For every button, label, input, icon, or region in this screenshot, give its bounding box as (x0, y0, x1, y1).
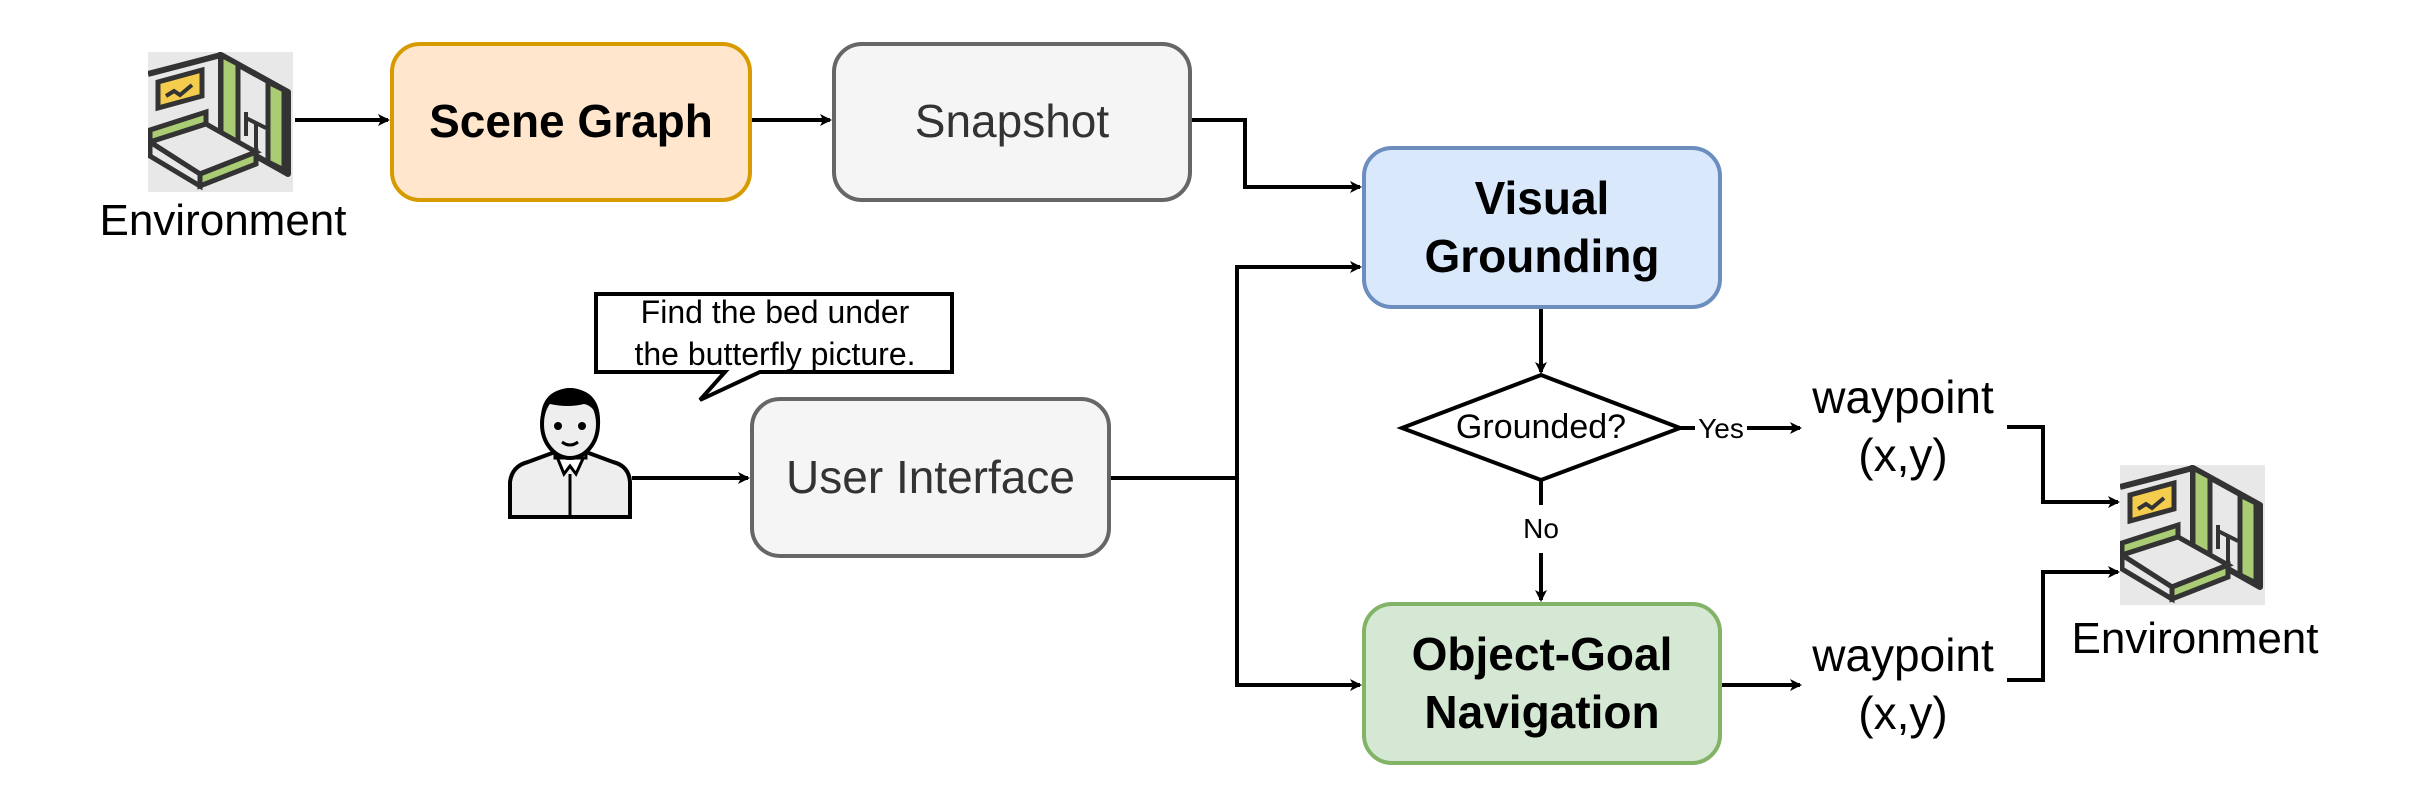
visual-grounding-line2: Grounding (1424, 229, 1660, 282)
scene-graph-node[interactable]: Scene Graph (390, 42, 752, 202)
waypoint-top-line1: waypoint (1812, 371, 1994, 423)
waypoint-top-line2: (x,y) (1858, 429, 1948, 481)
visual-grounding-node[interactable]: Visual Grounding (1362, 146, 1722, 309)
person-icon (508, 388, 632, 519)
scene-graph-label: Scene Graph (429, 95, 713, 148)
user-interface-label: User Interface (786, 450, 1075, 503)
speech-text-line1: Find the bed under (640, 294, 910, 330)
decision-label: Grounded? (1455, 408, 1627, 446)
room-icon (2120, 465, 2265, 605)
edge-waypoint-top-to-env (2007, 425, 2120, 508)
user-interface-node[interactable]: User Interface (750, 397, 1111, 558)
object-goal-line2: Navigation (1424, 685, 1660, 738)
object-goal-navigation-node[interactable]: Object-Goal Navigation (1362, 602, 1722, 765)
env-left-label: Environment (99, 196, 347, 245)
edge-snapshot-to-grounding (1192, 118, 1362, 193)
waypoint-bottom-line2: (x,y) (1858, 687, 1948, 739)
edge-waypoint-bottom-to-env (2007, 566, 2120, 682)
edge-junction-to-nav (1235, 478, 1362, 691)
edge-label-no: No (1523, 513, 1559, 544)
edge-label-yes: Yes (1698, 413, 1744, 444)
snapshot-label: Snapshot (914, 95, 1110, 148)
waypoint-bottom-line1: waypoint (1812, 629, 1994, 681)
speech-text-line2: the butterfly picture. (634, 336, 916, 372)
visual-grounding-line1: Visual (1474, 172, 1610, 224)
room-icon (148, 52, 293, 192)
speech-bubble (594, 292, 954, 402)
edge-junction-to-grounding (1235, 261, 1362, 478)
decision-diamond (1396, 372, 1686, 483)
snapshot-node[interactable]: Snapshot (832, 42, 1192, 202)
object-goal-line1: Object-Goal (1411, 628, 1673, 680)
env-right-label: Environment (2071, 614, 2319, 663)
